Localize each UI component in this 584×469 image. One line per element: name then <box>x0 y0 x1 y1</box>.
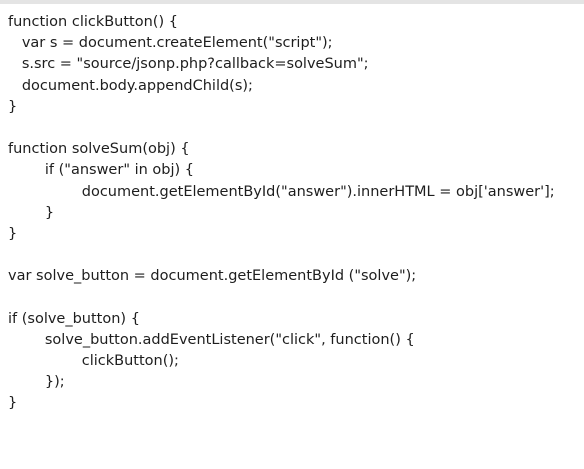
code-block: function clickButton() { var s = documen… <box>8 12 578 415</box>
code-line: clickButton(); <box>8 353 179 369</box>
code-line: function clickButton() { <box>8 14 178 30</box>
code-line: } <box>8 225 18 242</box>
code-line: var solve_button = document.getElementBy… <box>8 268 417 285</box>
code-line: }); <box>8 374 65 391</box>
code-line <box>8 245 578 266</box>
code-line: document.body.appendChild(s); <box>8 77 253 94</box>
code-line: function solveSum(obj) { <box>8 141 190 158</box>
top-divider <box>0 0 584 4</box>
code-line: if ("answer" in obj) { <box>8 162 195 179</box>
code-line: s.src = "source/jsonp.php?callback=solve… <box>8 56 369 73</box>
code-line <box>8 287 578 308</box>
code-line: if (solve_button) { <box>8 310 140 327</box>
code-line <box>8 118 578 139</box>
code-line: document.getElementById("answer").innerH… <box>8 183 555 200</box>
code-line: solve_button.addEventListener("click", f… <box>8 331 415 348</box>
code-line: } <box>8 204 55 221</box>
code-line: var s = document.createElement("script")… <box>8 35 333 52</box>
code-line: } <box>8 395 18 412</box>
code-line: } <box>8 98 18 115</box>
